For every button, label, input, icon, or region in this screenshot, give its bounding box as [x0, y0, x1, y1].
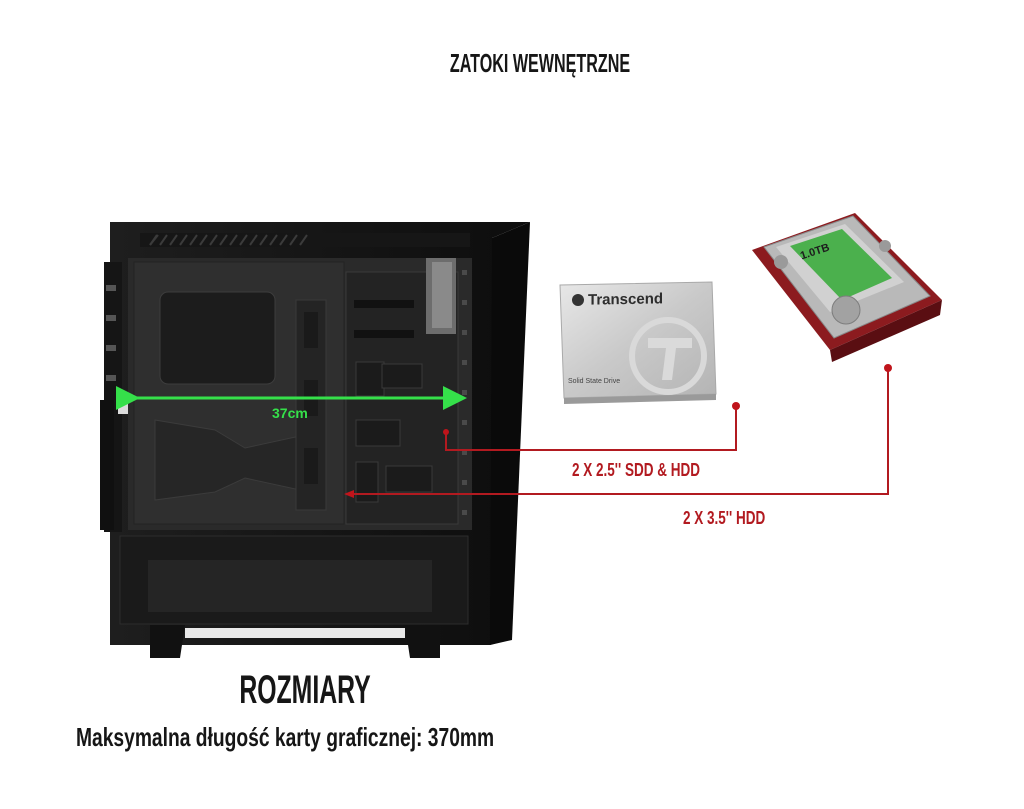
callout-25-dot-drive: [732, 402, 740, 410]
ssd-drive: [559, 281, 717, 404]
callout-35-dot-drive: [884, 364, 892, 372]
hdd-drive: [752, 213, 942, 362]
ssd-subtitle: Solid State Drive: [568, 378, 621, 385]
section-heading: ZATOKI WEWNĘTRZNE: [449, 48, 631, 78]
gpu-length-spec: Maksymalna długość karty graficznej: 370…: [76, 722, 495, 752]
callout-25-dot-case: [443, 429, 449, 435]
gpu-length-label: 37cm: [272, 405, 308, 421]
dimensions-title: ROZMIARY: [239, 668, 371, 712]
pc-case: [100, 222, 530, 658]
callout-25-label: 2 X 2.5'' SDD & HDD: [572, 460, 700, 480]
callout-35-arrowhead: [344, 490, 354, 498]
ssd-brand-logo: Transcend: [588, 290, 664, 309]
callout-25-line: [445, 406, 737, 451]
callout-35-label: 2 X 3.5'' HDD: [683, 508, 766, 528]
callout-35-line: [350, 368, 889, 495]
